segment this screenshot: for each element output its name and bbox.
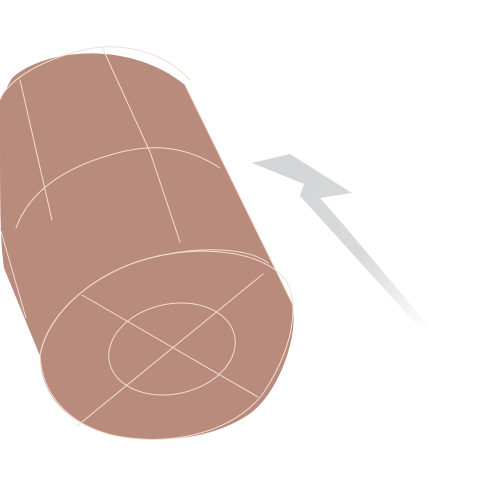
bent-arrow-icon xyxy=(252,154,432,330)
cylinder-end-cap xyxy=(39,250,294,440)
cylinder-inner-ellipse xyxy=(108,302,236,396)
arrow-shape xyxy=(252,154,432,330)
cylinder-seam-center xyxy=(101,46,181,243)
cylinder-mid-ring xyxy=(15,147,221,229)
cylinder-seam-right xyxy=(184,84,293,304)
cylinder-cap-cross-b xyxy=(76,273,264,427)
cylinder-body xyxy=(0,53,294,440)
cylinder-seam-left-lower xyxy=(0,227,27,319)
cylinder-cap-cross-a xyxy=(81,294,259,398)
cylinder-seam-left xyxy=(19,79,53,221)
cylinder-icon xyxy=(0,46,294,440)
